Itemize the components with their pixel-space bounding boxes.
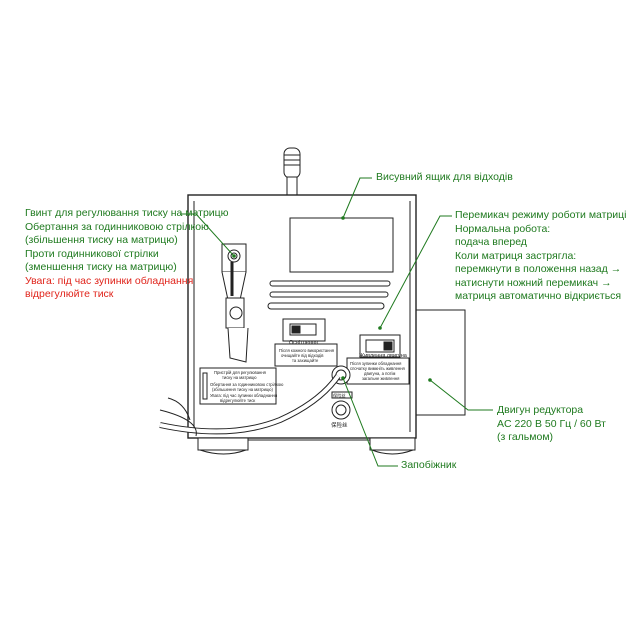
lighting-note-1: Після кожного використання (279, 348, 334, 353)
power-note-2: спочатку вимкніть живлення (350, 366, 405, 371)
power-title: Живлення двигуна (359, 353, 408, 359)
screw-label: Гвинт для регулювання тиску на матрицю О… (25, 207, 229, 302)
power-note-3: двигуна, а потім (364, 371, 395, 376)
pressure-note-4: відрегулюйте тиск (220, 398, 255, 403)
pressure-title-1: Пристрій для регулювання (214, 370, 266, 375)
mode-switch-line-4: перемкнути в положення назад → (455, 263, 622, 275)
drawer-label: Висувний ящик для відходів (376, 171, 513, 183)
lighting-switch[interactable] (289, 323, 317, 336)
motor-line-2: (з гальмом) (497, 431, 554, 443)
pressure-label-plate (199, 367, 277, 405)
slot-3 (267, 302, 385, 310)
motor-line-1: AC 220 В 50 Гц / 60 Вт (497, 417, 606, 430)
motor-label-plate (346, 357, 410, 385)
screw-title: Гвинт для регулювання тиску на матрицю (25, 207, 229, 219)
fuse-mark-1: 保险丝 (333, 392, 346, 399)
fuse-mark-2: 保险丝 (331, 421, 348, 429)
screw-warning: Увага: під час зупинки обладнання (25, 274, 194, 287)
slot-1 (269, 280, 391, 287)
screw-warning-2: відрегулюйте тиск (25, 288, 114, 300)
foot-left (197, 437, 249, 451)
pressure-note-3: Увага: під час зупинки обладнання (210, 393, 277, 398)
slot-2 (269, 291, 389, 298)
mode-switch-line-2: подача вперед (455, 236, 527, 248)
pressure-title-2: тиску на матрицю (222, 375, 257, 380)
foot-right (369, 437, 416, 451)
pressure-note-2: (збільшення тиску на матрицю) (212, 387, 273, 392)
lighting-note-2: очищайте від відходів (281, 353, 324, 358)
screw-line-1: Обертання за годинниковою стрілкою (25, 220, 209, 233)
mode-switch-line-1: Нормальна робота: (455, 222, 551, 235)
power-note-1: Після зупинки обладнання (350, 361, 401, 366)
screw-line-2: (збільшення тиску на матрицю) (25, 234, 178, 246)
pressure-note-1: Обертання за годинниковою стрілкою (210, 382, 283, 387)
mode-switch-line-3: Коли матриця застрягла: (455, 249, 577, 262)
callout-dots (232, 216, 432, 382)
lighting-label-plate (274, 343, 338, 367)
top-handle (283, 147, 301, 196)
motor-title: Двигун редуктора (497, 404, 584, 416)
mode-switch-line-6: матриця автоматично відкриється (455, 290, 622, 302)
screw-line-4: (зменшення тиску на матрицю) (25, 261, 177, 273)
mode-switch-label: Перемикач режиму роботи матриці Нормальн… (455, 209, 627, 304)
mode-switch-line-5: натиснути ножний перемикач → (455, 276, 612, 289)
screw-line-3: Проти годинникової стрілки (25, 247, 159, 260)
lighting-note-3: та захищайте (292, 358, 319, 363)
fuse-holder-lower (331, 400, 351, 420)
mode-switch-title: Перемикач режиму роботи матриці (455, 209, 627, 221)
lighting-title: Освітлення (289, 340, 318, 346)
callout-lines (180, 177, 493, 467)
fuse-label: Запобіжник (401, 459, 457, 471)
waste-drawer-window (289, 217, 394, 273)
pressure-adjust-screw (221, 243, 249, 363)
power-note-4: загальне живлення (362, 376, 399, 381)
motor-label: Двигун редуктора AC 220 В 50 Гц / 60 Вт … (497, 404, 606, 445)
